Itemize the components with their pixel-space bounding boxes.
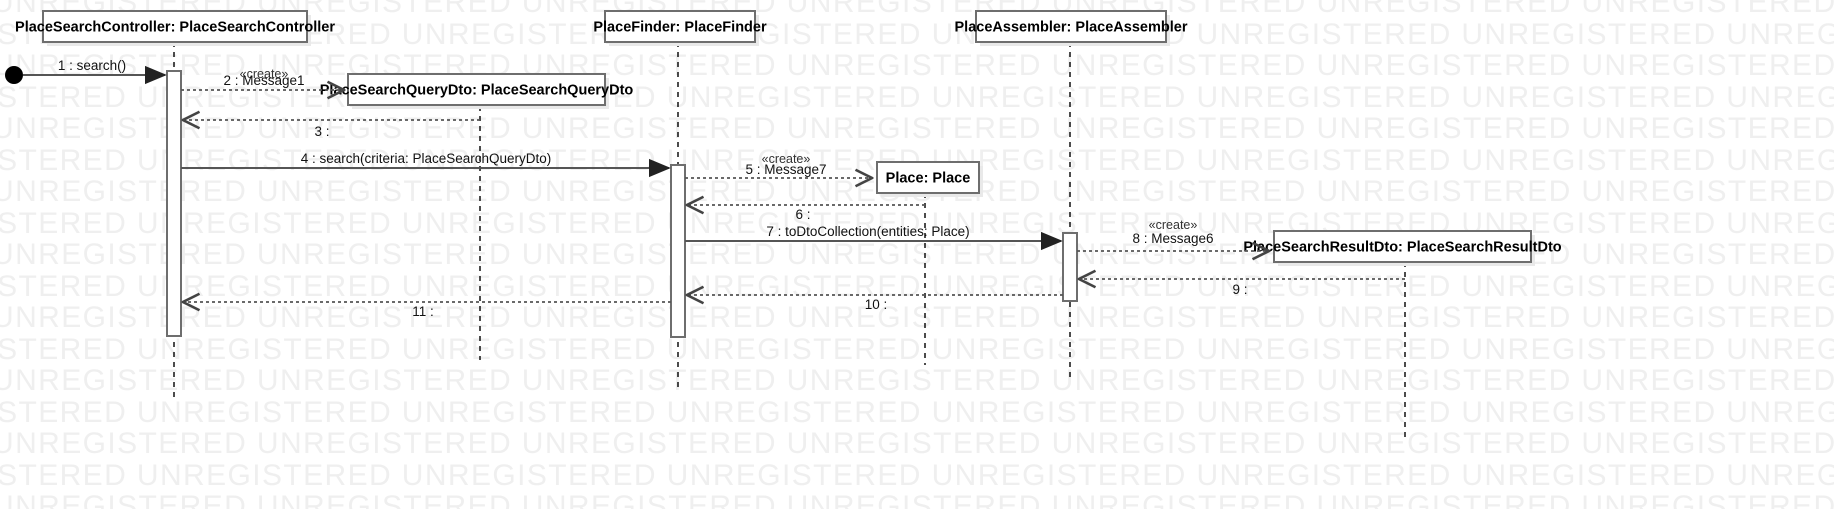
start-node-icon [5, 66, 23, 84]
participant-resultdto[interactable]: PlaceSearchResultDto: PlaceSearchResultD… [1243, 230, 1562, 266]
message-9[interactable]: 9 : [1079, 279, 1405, 297]
participant-place-label: Place: Place [886, 170, 971, 186]
participant-querydto-box [347, 73, 606, 106]
message-1[interactable]: 1 : search() [5, 58, 167, 85]
message-9-label: 9 : [1232, 282, 1247, 297]
message-10-label: 10 : [865, 297, 888, 312]
participant-assembler[interactable]: PlaceAssembler: PlaceAssembler [955, 10, 1188, 46]
message-2-stereotype: «create» [240, 67, 289, 81]
message-11[interactable]: 11 : [183, 302, 671, 319]
activation-bars-group [166, 70, 1078, 338]
message-3[interactable]: 3 : [183, 120, 480, 139]
participant-place[interactable]: Place: Place [876, 161, 983, 197]
activation-controller [166, 70, 182, 337]
participant-controller-label: PlaceSearchController: PlaceSearchContro… [15, 19, 335, 35]
message-8-label: 8 : Message6 [1132, 231, 1213, 246]
participant-place-box [876, 161, 980, 194]
message-8-stereotype: «create» [1149, 218, 1198, 232]
message-4-label: 4 : search(criteria: PlaceSearchQueryDto… [301, 151, 552, 166]
message-6-label: 6 : [795, 207, 810, 222]
message-7-label: 7 : toDtoCollection(entities: Place) [766, 224, 969, 239]
activation-assembler [1062, 232, 1078, 302]
activation-finder [670, 164, 686, 338]
message-3-label: 3 : [314, 124, 329, 139]
participant-finder[interactable]: PlaceFinder: PlaceFinder [593, 10, 767, 46]
participant-resultdto-label: PlaceSearchResultDto: PlaceSearchResultD… [1243, 239, 1561, 255]
participant-querydto[interactable]: PlaceSearchQueryDto: PlaceSearchQueryDto [320, 73, 634, 109]
participant-finder-label: PlaceFinder: PlaceFinder [593, 19, 767, 35]
message-11-label: 11 : [412, 304, 434, 319]
participant-assembler-label: PlaceAssembler: PlaceAssembler [955, 19, 1188, 35]
message-5[interactable]: «create» 5 : Message7 [685, 152, 872, 178]
message-6[interactable]: 6 : [687, 205, 925, 222]
participant-resultdto-box [1273, 230, 1532, 263]
message-5-stereotype: «create» [762, 152, 811, 166]
participant-querydto-label: PlaceSearchQueryDto: PlaceSearchQueryDto [320, 82, 634, 98]
participant-controller[interactable]: PlaceSearchController: PlaceSearchContro… [15, 10, 335, 46]
message-4[interactable]: 4 : search(criteria: PlaceSearchQueryDto… [181, 151, 671, 178]
message-10[interactable]: 10 : [687, 295, 1063, 312]
message-7[interactable]: 7 : toDtoCollection(entities: Place) [685, 224, 1063, 251]
message-8[interactable]: «create» 8 : Message6 [1077, 218, 1269, 251]
message-1-label: 1 : search() [58, 58, 126, 73]
participant-finder-box [604, 10, 756, 43]
message-2[interactable]: «create» 2 : Message1 [181, 67, 344, 90]
participant-assembler-box [975, 10, 1167, 43]
message-2-label: 2 : Message1 [223, 73, 304, 88]
participant-controller-box [42, 10, 308, 43]
message-5-label: 5 : Message7 [745, 162, 826, 177]
